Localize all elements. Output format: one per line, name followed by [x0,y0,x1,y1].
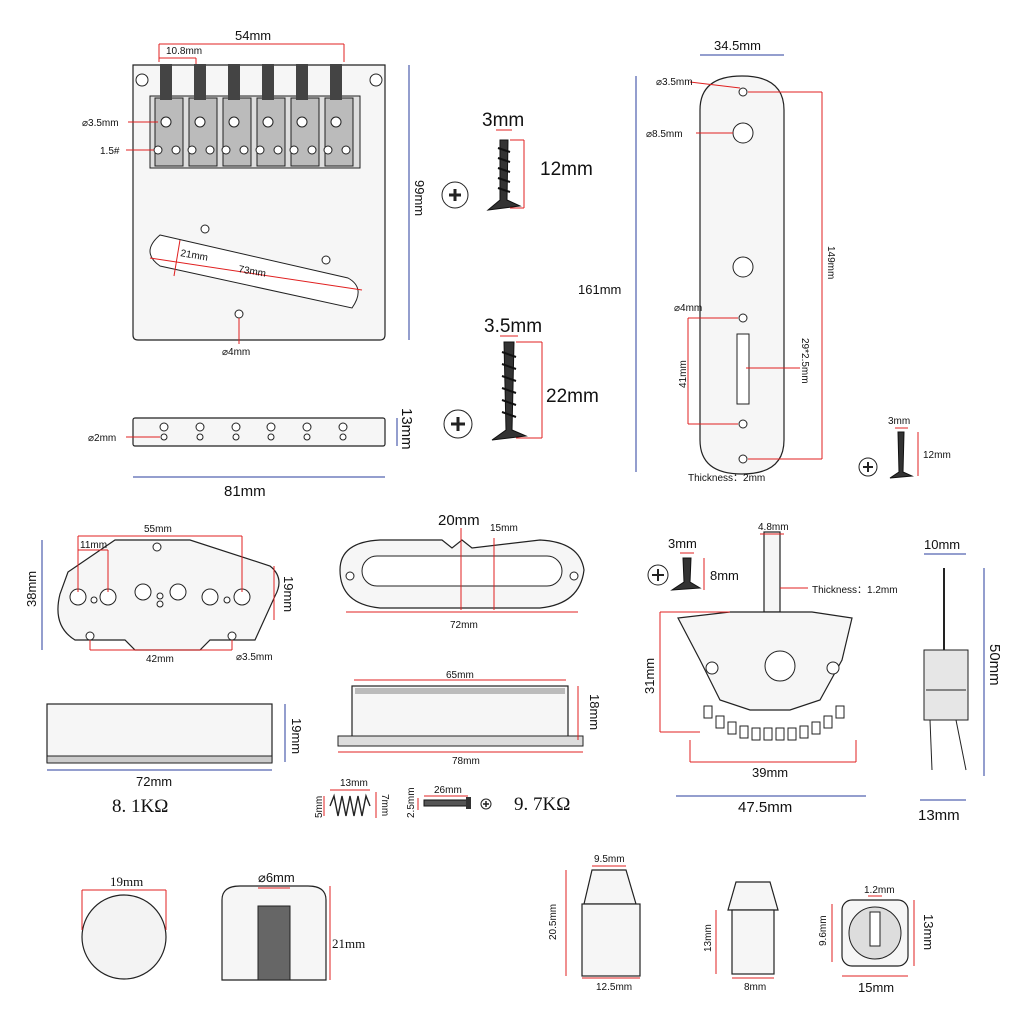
bridge-plate [126,43,410,344]
tip-c-height-label: 13mm [921,914,936,950]
switch-side [920,553,985,801]
screw-small [441,129,525,211]
tip-c-slot-label: 1.2mm [864,885,895,896]
switch-screw-d-label: 3mm [668,536,697,551]
plate-width-label: 34.5mm [714,38,761,53]
np-cover [337,679,584,753]
knob-height-label: 21mm [332,936,365,951]
switch-body-height-label: 31mm [642,658,657,694]
screw-large-d-label: 3.5mm [484,316,542,337]
slot-length-label: 73mm [237,264,266,280]
side-hole-label: ⌀2mm [88,433,116,444]
bp-cover [46,703,286,771]
plate-small-hole-label: ⌀4mm [674,303,702,314]
switch-side-width-label: 13mm [918,807,960,824]
tip-b-height-label: 13mm [703,924,714,952]
bp-mount-spacing-label: 42mm [146,654,174,665]
tip-c-width-label: 15mm [858,980,894,995]
np-inner-label: 15mm [490,523,518,534]
plate-slot-offset-label: 41mm [678,360,689,388]
switch-screw-l-label: 8mm [710,568,739,583]
bp-cover-width-label: 72mm [136,774,172,789]
bp-cover-height-label: 19mm [289,718,304,754]
switch-body-width-label: 39mm [752,765,788,780]
plate-screw [858,427,919,479]
tip-a-height-label: 20.5mm [548,904,559,940]
plate-top-hole-label: ⌀3.5mm [656,77,693,88]
plate-screw-l-label: 12mm [923,450,951,461]
bp-mount-hole-label: ⌀3.5mm [236,652,273,663]
neck-pickup [339,528,585,613]
plate-thickness-label: Thickness：2mm [688,473,765,484]
np-width-label: 20mm [438,512,480,529]
np-cover-height-label: 18mm [587,694,602,730]
knob-shaft-label: ⌀6mm [258,870,295,885]
tip-b-bottom-label: 8mm [744,982,766,993]
knob-side [221,885,331,981]
pole-screw [417,795,492,810]
switch-screw [647,552,705,591]
switch-thickness-label: Thickness：1.2mm [812,585,898,596]
tip-a [565,865,641,979]
pole-screw-length-label: 26mm [434,785,462,796]
knob-diameter-label: 19mm [110,874,143,889]
base-width-label: 81mm [224,483,266,500]
plate-slot-size-label: 29*2.5mm [799,338,810,384]
knob-top [81,889,167,980]
switch-tab-label: 4.8mm [758,522,789,533]
np-length-label: 72mm [450,620,478,631]
screw-large [443,335,543,441]
slot-width-label: 21mm [179,248,208,264]
plate-hole-span-label: 149mm [825,246,836,279]
switch-side-depth-label: 10mm [924,537,960,552]
spring-d1-label: 5mm [314,796,325,818]
tip-a-top-label: 9.5mm [594,854,625,865]
bridge-side [126,417,398,478]
screw-small-d-label: 3mm [482,110,524,131]
bridge-height-label: 99mm [412,180,427,216]
tip-b [715,881,779,979]
np-resistance-label: 9. 7KΩ [514,794,570,815]
side-height-label: 13mm [398,408,415,450]
spring [323,789,377,818]
saddles [149,64,361,169]
np-base-length-label: 78mm [452,756,480,767]
switch-side-height-label: 50mm [986,644,1003,686]
plate-screw-d-label: 3mm [888,416,910,427]
saddle-spacing-label: 10.8mm [166,46,202,57]
spring-length-label: 13mm [340,778,368,789]
bridge-width-label: 54mm [235,28,271,43]
screw-gauge-label: 1.5# [100,146,120,157]
screw-large-l-label: 22mm [546,386,599,407]
tip-c-inner-label: 9.6mm [818,915,829,946]
bridge-pickup [41,535,280,651]
screw-small-l-label: 12mm [540,159,593,180]
switch-total-width-label: 47.5mm [738,799,792,816]
pole-screw-d-label: 2.5mm [406,787,417,818]
plate-big-hole-label: ⌀8.5mm [646,129,683,140]
control-plate [635,54,823,475]
bp-pole-spacing-label: 11mm [80,540,107,551]
bp-width-label: 55mm [144,524,172,535]
switch [659,531,866,797]
tip-c [831,895,915,977]
np-cover-width-label: 65mm [446,670,474,681]
spring-d2-label: 7mm [379,794,390,816]
plate-total-length-label: 161mm [578,282,621,297]
bp-height-label: 38mm [24,571,39,607]
bp-resistance-label: 8. 1KΩ [112,796,168,817]
mount-hole-label: ⌀4mm [222,347,250,358]
screw-hole-label: ⌀3.5mm [82,118,119,129]
bp-top-height-label: 19mm [281,576,296,612]
tip-a-bottom-label: 12.5mm [596,982,632,993]
